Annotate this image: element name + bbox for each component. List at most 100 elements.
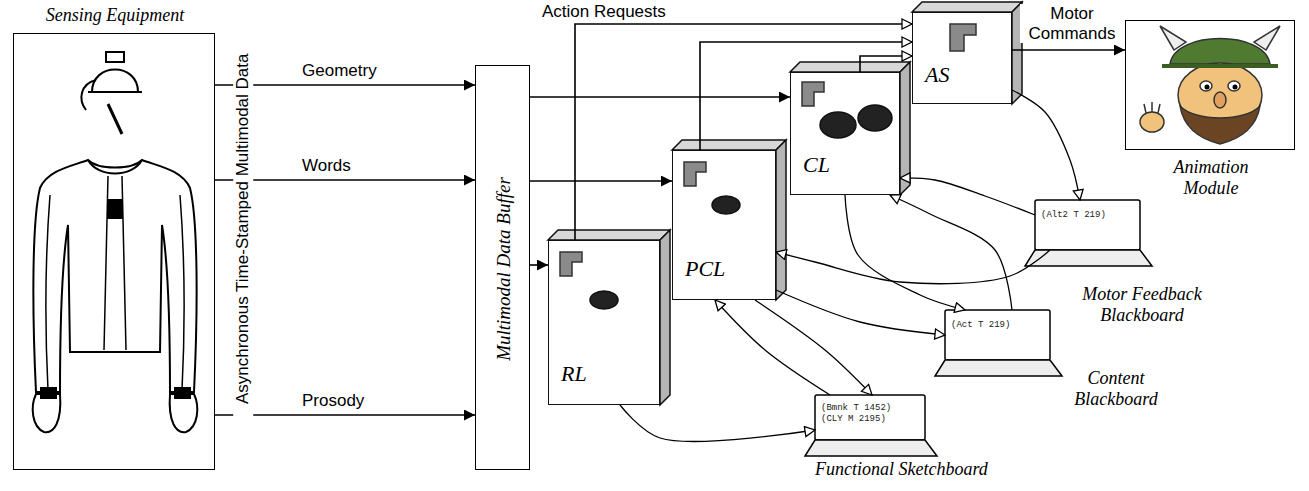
- layer-cube: RL: [548, 240, 660, 405]
- laptop-screen: [815, 395, 925, 440]
- connector-arrow: [845, 195, 965, 310]
- laptop-functional: [805, 395, 937, 456]
- beard: [1180, 106, 1260, 144]
- cube-top-face: [672, 140, 786, 150]
- cube-label: CL: [803, 153, 830, 177]
- blackboard-screen: (Act T 219)Content Blackboard: [945, 310, 1050, 360]
- layer-cube: CL: [790, 72, 900, 195]
- helmet-wire: [81, 80, 96, 110]
- screen-text: (Bmnk T 1452) (CLY M 2195): [821, 403, 901, 425]
- connector-arrow: [215, 179, 475, 181]
- cube-label: RL: [561, 362, 587, 386]
- microphone: [108, 104, 122, 134]
- layer-cube: AS: [912, 12, 1012, 104]
- blob-icon: [590, 291, 618, 309]
- edge-label: Motor Commands: [1020, 4, 1124, 43]
- hat-brim: [1162, 64, 1278, 68]
- cube-cl: [790, 62, 910, 195]
- cube-side-face: [900, 62, 910, 195]
- cube-side-face: [776, 140, 786, 300]
- connector-arrow: [860, 56, 912, 72]
- hat-horn: [1160, 26, 1186, 50]
- edge-label: Geometry: [300, 61, 379, 81]
- connector-arrow: [890, 195, 1012, 310]
- cube-front-face: [672, 150, 776, 300]
- wrist-sensor: [41, 388, 56, 398]
- sensor-jacket: [33, 160, 196, 392]
- box-heading: Animation Module: [1156, 157, 1266, 198]
- laptop-base: [805, 440, 937, 456]
- blackboard-screen: (Bmnk T 1452) (CLY M 2195)Functional Ske…: [815, 395, 925, 440]
- blob-icon: [858, 105, 892, 131]
- helmet-sensor: [106, 52, 124, 62]
- connector-arrow: [530, 264, 548, 266]
- pupil: [1233, 85, 1238, 90]
- left-hand: [33, 394, 61, 432]
- screen-text: (Alt2 T 219): [1041, 210, 1131, 221]
- vertical-note: Asynchronous Time-Stamped Multimodal Dat…: [233, 37, 253, 421]
- connector-arrow: [776, 250, 1050, 284]
- laptop-screen: [1035, 200, 1140, 250]
- helmet: [92, 70, 138, 93]
- character-face: [1140, 26, 1280, 144]
- edge-label: Action Requests: [540, 2, 668, 22]
- laptop-content: [935, 310, 1062, 376]
- connector-arrow: [530, 96, 790, 98]
- block-icon: [684, 162, 706, 186]
- block-icon: [560, 252, 582, 276]
- cube-label: PCL: [685, 257, 725, 281]
- cube-side-face: [660, 230, 670, 405]
- person-figure: [33, 52, 198, 432]
- connector-arrow: [755, 300, 872, 395]
- connector-arrow: [215, 414, 475, 416]
- cube-top-face: [912, 2, 1022, 12]
- connector-arrow: [776, 290, 945, 335]
- nose: [1214, 92, 1226, 108]
- finger: [1144, 102, 1160, 113]
- eye: [1228, 81, 1240, 91]
- blackboard-screen: (Alt2 T 219)Motor Feedback Blackboard: [1035, 200, 1140, 250]
- screen-text: (Act T 219): [951, 320, 1041, 331]
- pupil: [1205, 85, 1210, 90]
- layer-cube: PCL: [672, 150, 776, 300]
- blackboard-heading: Functional Sketchboard: [815, 459, 988, 480]
- arm-cable: [180, 195, 184, 390]
- blackboard-heading: Content Blackboard: [1066, 368, 1166, 409]
- collar: [88, 160, 142, 174]
- connector-arrow: [575, 24, 912, 240]
- wrist-sensor: [175, 388, 190, 398]
- laptop-motor-feedback: [1025, 200, 1152, 266]
- arm-cable: [46, 195, 50, 390]
- cube-pcl: [672, 140, 786, 300]
- edge-label: Prosody: [300, 391, 366, 411]
- cube-top-face: [548, 230, 670, 240]
- right-hand: [170, 394, 198, 432]
- block-icon: [802, 82, 824, 106]
- hat: [1170, 39, 1270, 65]
- cube-label: AS: [925, 63, 949, 87]
- buffer-box: Multimodal Data Buffer: [475, 65, 530, 470]
- laptop-screen: [945, 310, 1050, 360]
- cube-as: [912, 2, 1022, 104]
- buffer-title: Multimodal Data Buffer: [491, 69, 517, 469]
- block-icon: [950, 24, 976, 51]
- blob-icon: [712, 196, 740, 214]
- cube-front-face: [548, 240, 660, 405]
- box-heading: Sensing Equipment: [14, 5, 216, 26]
- sensing-box: Sensing Equipment: [13, 33, 215, 470]
- connector-arrow: [1012, 49, 1125, 51]
- connector-arrow: [700, 42, 912, 150]
- cube-front-face: [912, 12, 1012, 104]
- cube-top-face: [790, 62, 910, 72]
- helmet-brim: [88, 91, 142, 93]
- connector-arrow: [530, 180, 672, 182]
- blob-icon: [820, 112, 856, 138]
- hat-horn: [1254, 26, 1280, 50]
- connector-arrow: [620, 405, 815, 441]
- cube-front-face: [790, 72, 900, 195]
- chest-sensor: [108, 200, 122, 218]
- connector-arrow: [715, 300, 830, 395]
